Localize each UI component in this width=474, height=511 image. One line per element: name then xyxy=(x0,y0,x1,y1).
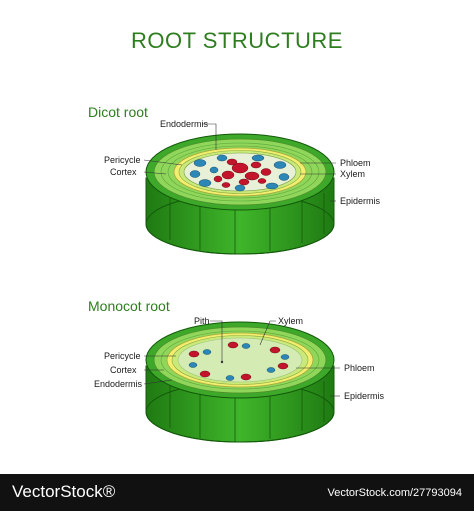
monocot-phloem-cells xyxy=(188,343,290,381)
monocot-label-endodermis: Endodermis xyxy=(94,379,143,389)
dicot-label-endodermis: Endodermis xyxy=(160,119,209,129)
monocot-label-cortex: Cortex xyxy=(110,365,137,375)
footer-url: VectorStock.com/27793094 xyxy=(327,487,462,499)
monocot-label-pericycle: Pericycle xyxy=(104,351,141,361)
dicot-label-pericycle: Pericycle xyxy=(104,155,141,165)
monocot-xylem-cells xyxy=(188,341,289,381)
dicot-heading: Dicot root xyxy=(88,104,148,120)
monocot-label-epidermis: Epidermis xyxy=(344,391,385,401)
dicot-label-phloem: Phloem xyxy=(340,158,371,168)
monocot-root-illustration xyxy=(143,320,340,443)
monocot-label-xylem: Xylem xyxy=(278,316,304,326)
dicot-label-xylem: Xylem xyxy=(340,169,366,179)
dicot-label-cortex: Cortex xyxy=(110,167,137,177)
footer-bar: VectorStock® VectorStock.com/27793094 xyxy=(0,474,474,511)
monocot-label-phloem: Phloem xyxy=(344,363,375,373)
page-title: ROOT STRUCTURE xyxy=(131,28,343,53)
monocot-heading: Monocot root xyxy=(88,298,170,314)
monocot-pith xyxy=(177,337,303,383)
monocot-label-pith: Pith xyxy=(194,316,210,326)
dicot-root-illustration xyxy=(143,123,336,255)
dicot-xylem-cells xyxy=(213,158,272,188)
dicot-phloem-cells xyxy=(189,154,290,192)
dicot-label-epidermis: Epidermis xyxy=(340,196,381,206)
vectorstock-logo: VectorStock® xyxy=(12,482,116,501)
